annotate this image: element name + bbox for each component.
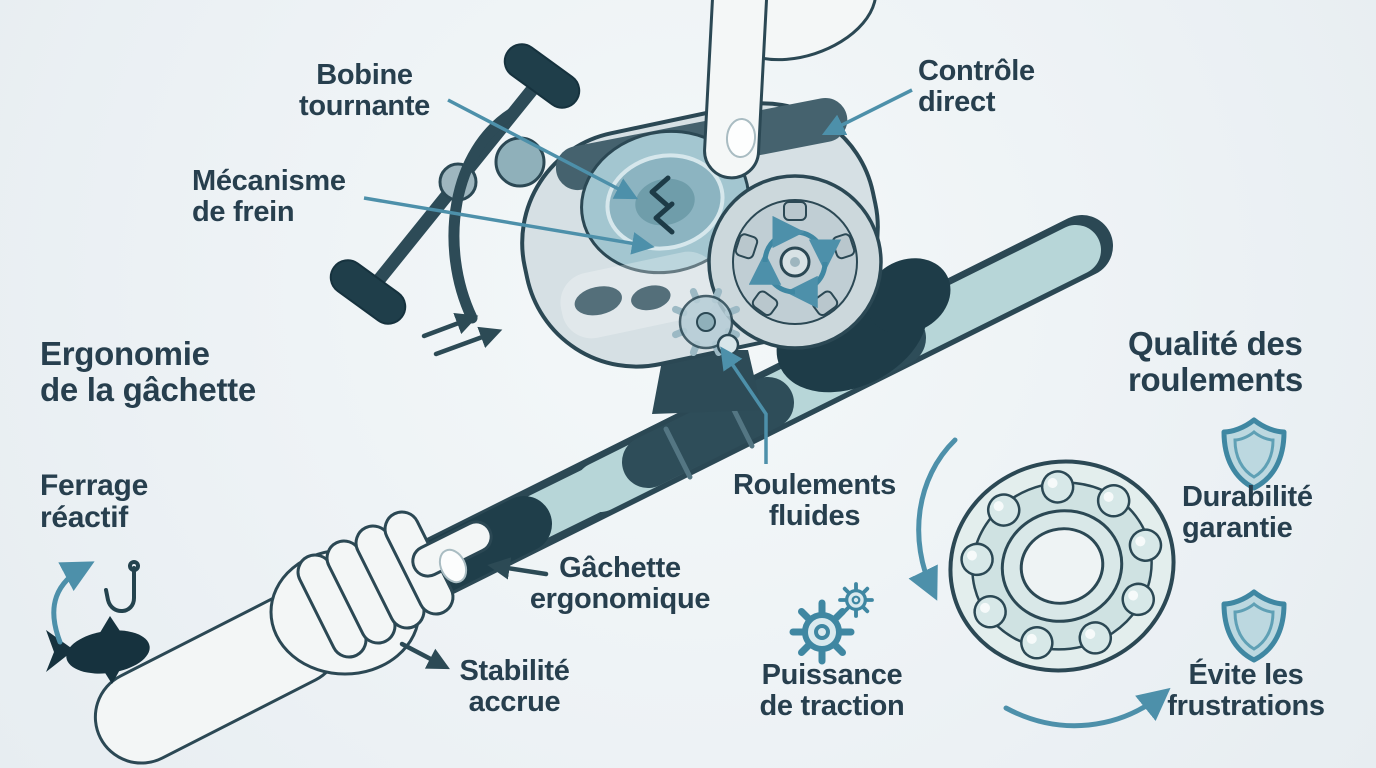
pressing-finger <box>703 0 878 180</box>
connector-controle <box>821 88 913 136</box>
label-ferrage-reactif: Ferrage réactif <box>40 469 148 535</box>
label-stabilite-accrue: Stabilité accrue <box>459 655 570 719</box>
arrow-cast-2 <box>421 312 479 339</box>
pointer-arrows <box>399 312 549 670</box>
label-roulements-fluides: Roulements fluides <box>733 469 896 533</box>
spool-rotation-arrows <box>649 175 675 235</box>
label-controle-direct: Contrôle direct <box>918 55 1035 119</box>
reel-frame <box>448 106 520 324</box>
shield-icon <box>1221 417 1287 491</box>
gear-icon <box>789 582 874 665</box>
inner-bearing-dot <box>716 333 740 357</box>
label-evite-frustrations: Évite les frustrations <box>1167 659 1325 723</box>
label-mecanisme-frein: Mécanisme de frein <box>192 165 346 229</box>
shield-icon <box>1221 589 1287 663</box>
arrow-cast-1 <box>433 326 503 357</box>
connector-mecanisme <box>363 196 655 255</box>
label-durabilite-garantie: Durabilité garantie <box>1182 481 1313 545</box>
label-bobine-tournante: Bobine tournante <box>298 59 430 123</box>
connector-roulements <box>720 346 768 464</box>
ball-bearing <box>948 459 1176 673</box>
fish-icon <box>46 616 150 684</box>
strike-arrow <box>51 561 95 645</box>
gripping-fingers <box>296 510 493 659</box>
label-qualite-roulements: Qualité des roulements <box>1128 325 1303 398</box>
label-puissance-traction: Puissance de traction <box>759 659 905 723</box>
bearing-flow-arrows <box>908 437 1171 729</box>
arrow-gachette <box>487 557 549 580</box>
arrow-stabilite <box>399 641 450 670</box>
label-ergonomie-gachette: Ergonomie de la gâchette <box>40 335 256 408</box>
brake-gear <box>672 288 740 356</box>
side-plate <box>707 174 883 350</box>
drag-rotation-arrows <box>748 215 842 309</box>
hook-icon <box>104 560 140 613</box>
label-gachette-ergonomique: Gâchette ergonomique <box>529 552 711 616</box>
baitcasting-reel <box>329 43 883 414</box>
connector-bobine <box>447 98 639 200</box>
connector-lines <box>363 88 913 464</box>
